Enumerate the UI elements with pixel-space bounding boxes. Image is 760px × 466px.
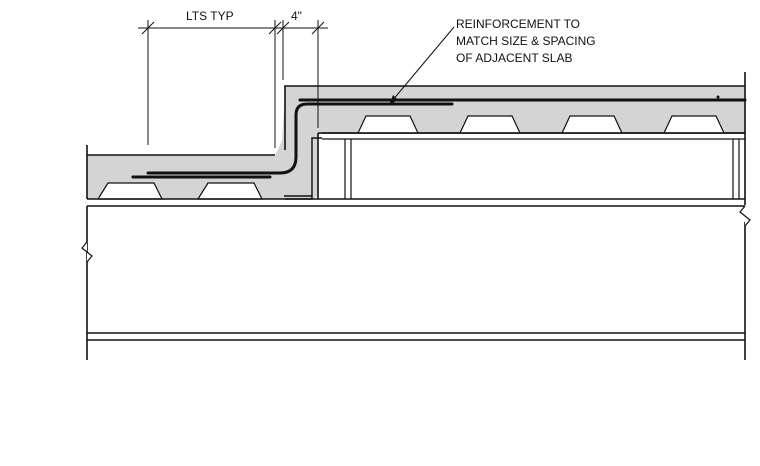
dimension-lines (138, 20, 328, 148)
note-line-1: REINFORCEMENT TO (456, 17, 580, 31)
rebar (131, 98, 747, 179)
lower-deck-flutes (96, 182, 263, 200)
concrete-slab (87, 86, 745, 199)
note-line-3: OF ADJACENT SLAB (456, 51, 572, 65)
lts-typ-label: LTS TYP (186, 9, 234, 23)
upper-deck-flutes (357, 115, 725, 134)
note-line-2: MATCH SIZE & SPACING (456, 34, 596, 48)
four-inch-label: 4" (291, 9, 302, 23)
break-mark-left (81, 241, 93, 263)
steel-beam (86, 198, 746, 360)
upper-beam-web-lines (322, 138, 745, 199)
leader-line (389, 26, 455, 105)
break-mark-right (739, 205, 751, 227)
rebar-dot (716, 95, 720, 99)
